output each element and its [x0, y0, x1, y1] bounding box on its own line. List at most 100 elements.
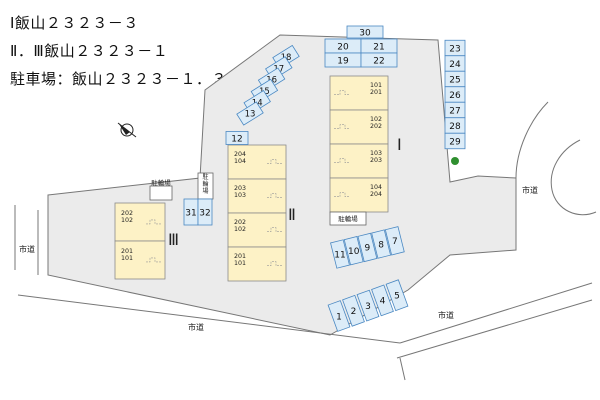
unit-number: 104 — [234, 158, 246, 165]
unit-number: 202 — [234, 219, 246, 226]
bike-parking-west: 駐輪場 — [149, 178, 173, 201]
road-label-south: 市道 — [188, 322, 204, 332]
unit-number: 203 — [370, 157, 382, 164]
parking-space: 31 — [183, 198, 199, 226]
parking-space: 32 — [197, 198, 213, 226]
parking-space: 23 — [444, 39, 466, 57]
unit-number: 102 — [370, 116, 382, 123]
bike-parking-east: 駐輪場 — [329, 211, 367, 226]
parking-space-number: 28 — [449, 122, 461, 132]
address-building-1: Ⅰ飯山２３２３－３ — [10, 14, 139, 32]
parking-space: 28 — [444, 117, 466, 134]
parking-space: 1 — [327, 300, 351, 332]
parking-space-number: 29 — [449, 137, 461, 147]
parking-space-number: 26 — [449, 91, 461, 101]
road-label-southeast: 市道 — [438, 310, 454, 320]
parking-space: 3 — [356, 289, 380, 322]
parking-space: 13 — [236, 101, 264, 126]
parking-space: 10 — [343, 236, 364, 266]
parking-space-number: 10 — [348, 247, 360, 257]
unit-number: 204 — [234, 151, 246, 158]
tree-icon — [451, 157, 459, 165]
parking-space: 9 — [357, 232, 378, 263]
building-3-label: Ⅲ — [168, 230, 179, 249]
parking-space: 22 — [360, 52, 398, 68]
north-arrow-icon — [117, 122, 137, 138]
unit-number: 101 — [370, 82, 382, 89]
unit-number: 102 — [234, 226, 246, 233]
unit-number: 101 — [234, 260, 246, 267]
parking-space: 7 — [384, 226, 405, 256]
parking-space: 30 — [346, 25, 384, 39]
road-label-west: 市道 — [19, 244, 35, 254]
parking-space-number: 24 — [449, 60, 461, 70]
road-label-east: 市道 — [522, 185, 538, 195]
unit-number: 102 — [121, 217, 133, 224]
parking-space: 12 — [225, 131, 249, 145]
unit-number: 103 — [234, 192, 246, 199]
parking-space: 19 — [324, 52, 362, 68]
parking-space-number: 32 — [199, 208, 210, 218]
parking-space-number: 7 — [392, 237, 398, 247]
bike-parking-east-label: 駐輪場 — [338, 214, 358, 223]
bike-parking-west-label: 駐輪場 — [151, 178, 171, 187]
unit-number: 104 — [370, 184, 382, 191]
parking-space-number: 23 — [449, 44, 460, 54]
parking-space: 5 — [385, 279, 409, 312]
parking-space: 29 — [444, 132, 466, 150]
parking-space-number: 25 — [449, 75, 460, 85]
unit-number: 201 — [121, 248, 133, 255]
parking-space-number: 2 — [351, 307, 357, 317]
parking-space: 20 — [324, 38, 362, 54]
parking-space: 2 — [342, 294, 365, 327]
unit-number: 201 — [234, 253, 246, 260]
parking-space: 4 — [371, 284, 394, 317]
parking-space: 21 — [360, 38, 398, 54]
parking-space-number: 27 — [449, 106, 460, 116]
parking-space: 11 — [330, 239, 350, 269]
parking-space-number: 8 — [378, 240, 384, 250]
unit-number: 204 — [370, 191, 382, 198]
unit-number: 201 — [370, 89, 382, 96]
parking-space-number: 30 — [359, 28, 371, 38]
parking-space: 26 — [444, 86, 466, 103]
address-building-2-3: Ⅱ．Ⅲ飯山２３２３－１ — [10, 42, 169, 60]
parking-space: 24 — [444, 55, 466, 72]
parking-space-number: 13 — [245, 110, 256, 120]
parking-space-number: 12 — [231, 134, 242, 144]
bike-parking-center-label: 駐輪場 — [202, 173, 208, 195]
parking-space-number: 31 — [185, 208, 196, 218]
parking-spaces: 3020211922232425262728291817161514131231… — [183, 25, 466, 332]
parking-space-number: 19 — [337, 56, 349, 66]
building-2-label: Ⅱ — [288, 205, 296, 224]
parking-space: 8 — [371, 229, 392, 259]
unit-number: 103 — [370, 150, 382, 157]
parking-space: 25 — [444, 70, 466, 88]
parking-space-number: 5 — [394, 291, 400, 301]
parking-space-number: 1 — [336, 312, 342, 322]
unit-number: 202 — [121, 210, 133, 217]
unit-number: 101 — [121, 255, 133, 262]
parking-space-number: 22 — [373, 56, 384, 66]
unit-number: 203 — [234, 185, 246, 192]
parking-space-number: 11 — [334, 250, 345, 260]
address-parking: 駐車場：飯山２３２３－１．３ — [10, 70, 228, 88]
parking-space-number: 3 — [365, 302, 371, 312]
unit-number: 202 — [370, 123, 382, 130]
parking-space-number: 21 — [373, 42, 384, 52]
parking-space-number: 4 — [380, 297, 386, 307]
